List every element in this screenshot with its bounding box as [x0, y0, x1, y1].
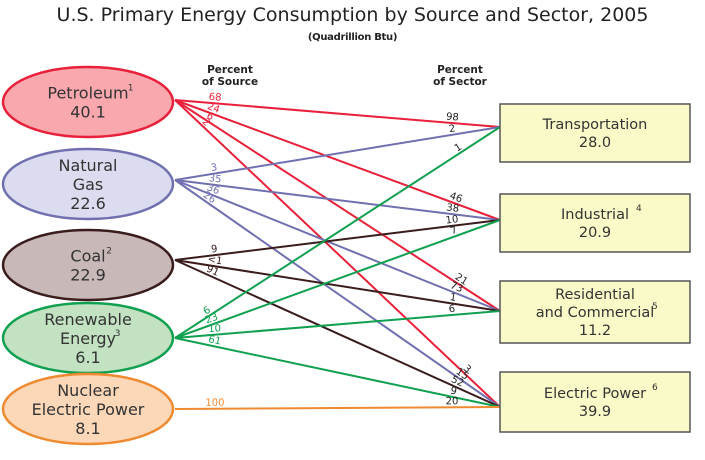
pct-sector-label-coal-to-industrial: 10	[445, 214, 459, 226]
source-label-renewable-line2: Energy	[60, 329, 116, 348]
pct-source-label-petroleum-to-residential: 6	[204, 110, 215, 123]
source-node-petroleum	[1, 65, 175, 139]
flow-line-renewable-to-residential	[174, 310, 501, 339]
pct-source-label-nuclear-to-electric: 100	[205, 398, 224, 409]
pct-source-label-renewable-to-transportation: 6	[202, 305, 213, 318]
pct-source-label-natural-gas-to-residential: 36	[205, 182, 221, 197]
flow-line-natural-gas-to-industrial	[174, 179, 501, 221]
sector-label-transportation-line1: Transportation	[542, 117, 648, 133]
source-label-nuclear-line2: Electric Power	[32, 400, 145, 419]
source-footnote-renewable: 3	[115, 329, 121, 339]
source-label-natural-gas-line1: Natural	[58, 156, 117, 175]
sector-box-residential	[499, 280, 691, 344]
flow-line-renewable-to-transportation	[174, 126, 501, 339]
flow-line-petroleum-to-transportation	[174, 99, 501, 128]
percent-of-source-header: Percent of Source	[190, 64, 270, 88]
source-label-natural-gas-line2: Gas	[73, 175, 104, 194]
diagram-title: U.S. Primary Energy Consumption by Sourc…	[56, 4, 649, 26]
flow-line-renewable-to-industrial	[174, 219, 501, 339]
source-value-nuclear: 8.1	[75, 419, 100, 438]
pct-source-label-coal-to-industrial: 9	[211, 244, 219, 256]
pct-sector-label-renewable-to-industrial: 7	[449, 225, 459, 238]
pct-source-label-renewable-to-industrial: 23	[204, 312, 220, 327]
flow-line-natural-gas-to-transportation	[174, 126, 501, 181]
percent-of-sector-header-line1: Percent	[437, 64, 483, 76]
pct-sector-label-petroleum-to-industrial: 46	[448, 191, 464, 206]
sector-footnote-residential: 5	[652, 302, 658, 312]
flow-line-coal-to-industrial	[174, 219, 501, 261]
percent-of-source-header-line2: of Source	[201, 76, 259, 88]
flow-line-petroleum-to-residential	[174, 99, 501, 312]
pct-source-label-renewable-to-residential: 10	[208, 323, 222, 335]
flow-labels: 689824466212332353836732615910<119152612…	[200, 92, 473, 409]
sector-label-electric-line1: Electric Power	[544, 386, 646, 402]
pct-sector-label-natural-gas-to-transportation: 2	[448, 123, 456, 135]
source-label-coal-line1: Coal	[70, 247, 105, 266]
percent-of-source-header-line1: Percent	[207, 64, 253, 76]
pct-sector-label-coal-to-residential: 1	[449, 292, 457, 304]
pct-source-label-petroleum-to-industrial: 24	[206, 101, 222, 116]
sector-footnote-electric: 6	[652, 383, 658, 393]
pct-sector-label-nuclear-to-electric: 20	[446, 396, 459, 407]
flow-line-renewable-to-electric	[174, 337, 501, 408]
sector-value-transportation: 28.0	[579, 135, 611, 151]
sector-label-residential-line1: Residential	[555, 287, 635, 303]
pct-source-label-renewable-to-electric: 61	[207, 334, 222, 347]
sector-footnote-industrial: 4	[636, 204, 642, 214]
source-footnote-coal: 2	[106, 247, 112, 257]
percent-of-sector-header: Percent of Sector	[420, 64, 500, 88]
source-node-coal	[1, 228, 175, 302]
flow-line-nuclear-to-electric	[174, 406, 501, 410]
flow-line-petroleum-to-electric	[174, 99, 501, 408]
flow-line-coal-to-electric	[174, 259, 501, 408]
pct-source-label-natural-gas-to-industrial: 35	[208, 173, 222, 185]
source-footnote-petroleum: 1	[128, 84, 134, 94]
source-label-nuclear-line1: Nuclear	[57, 381, 119, 400]
pct-sector-label-renewable-to-transportation: 1	[453, 142, 464, 155]
source-node-natural-gas	[1, 147, 175, 221]
sector-value-electric: 39.9	[579, 404, 611, 420]
flow-line-natural-gas-to-residential	[174, 179, 501, 312]
sector-box-transportation	[499, 103, 691, 163]
source-node-nuclear	[1, 372, 175, 446]
pct-sector-label-renewable-to-residential: 6	[448, 304, 455, 315]
sector-label-residential-line2: and Commercial	[536, 305, 655, 321]
pct-source-label-coal-to-electric: 91	[204, 264, 220, 279]
sector-box-industrial	[499, 193, 691, 253]
diagram-subtitle: (Quadrillion Btu)	[307, 32, 398, 43]
source-label-petroleum-line1: Petroleum	[47, 84, 128, 103]
flow-line-coal-to-residential	[174, 259, 501, 312]
source-value-renewable: 6.1	[75, 348, 100, 367]
sector-value-residential: 11.2	[579, 323, 611, 339]
pct-source-label-petroleum-to-transportation: 68	[208, 92, 222, 104]
flow-line-natural-gas-to-electric	[174, 179, 501, 408]
pct-sector-label-coal-to-electric: 52	[449, 374, 465, 389]
pct-sector-label-natural-gas-to-residential: 73	[448, 280, 464, 295]
source-value-petroleum: 40.1	[70, 103, 106, 122]
sector-value-industrial: 20.9	[579, 225, 611, 241]
pct-sector-label-natural-gas-to-industrial: 38	[446, 202, 460, 214]
flow-lines	[174, 99, 501, 410]
pct-source-label-coal-to-residential: <1	[207, 254, 223, 267]
sector-box-electric	[499, 371, 691, 433]
pct-source-label-natural-gas-to-transportation: 3	[210, 162, 218, 174]
pct-sector-label-petroleum-to-transportation: 98	[446, 112, 460, 124]
percent-of-sector-header-line2: of Sector	[433, 76, 487, 88]
source-value-coal: 22.9	[70, 266, 106, 285]
pct-sector-label-renewable-to-electric: 9	[449, 386, 458, 398]
source-label-renewable-line1: Renewable	[44, 310, 132, 329]
flow-line-petroleum-to-industrial	[174, 99, 501, 221]
source-value-natural-gas: 22.6	[70, 194, 106, 213]
sector-label-industrial-line1: Industrial	[561, 207, 629, 223]
